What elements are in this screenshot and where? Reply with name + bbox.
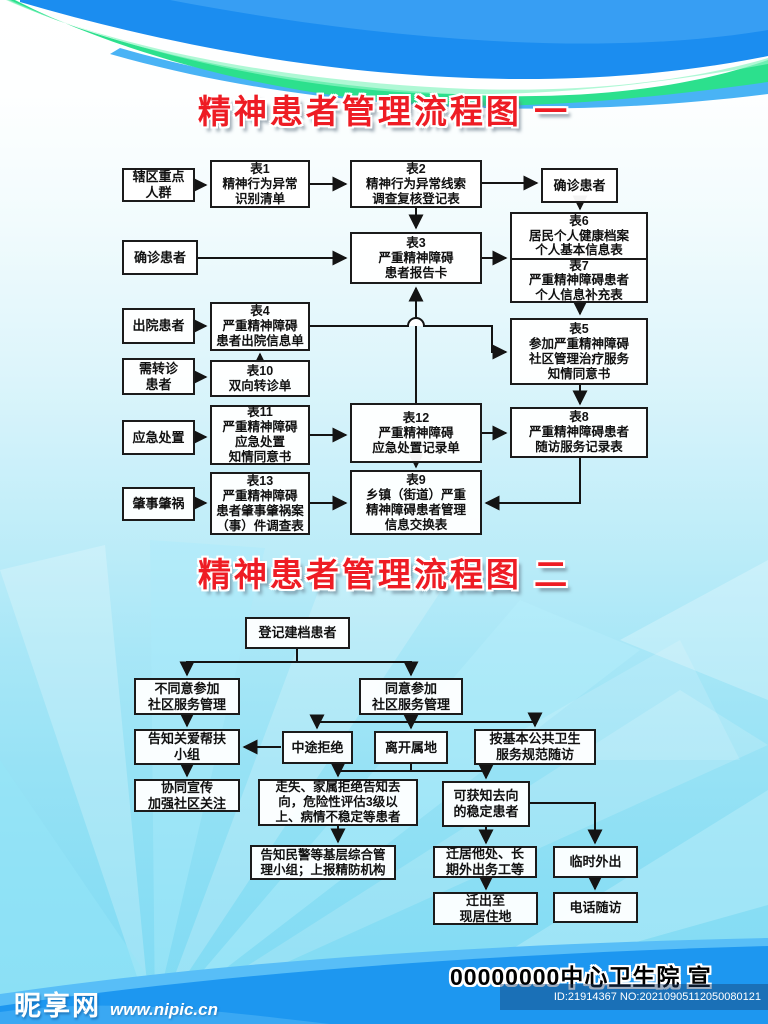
node-form9: 表9 乡镇（街道）严重 精神障碍患者管理 信息交换表: [350, 470, 482, 535]
node-form3: 表3 严重精神障碍 患者报告卡: [350, 232, 482, 284]
node-midway-refusal: 中途拒绝: [282, 731, 353, 764]
node-lost-unstable-patient: 走失、家属拒绝告知去 向，危险性评估3级以 上、病情不稳定等患者: [258, 779, 418, 826]
image-id-badge: ID:21914367 NO:20210905112050080121: [500, 984, 768, 1010]
node-relocate-work-away: 迁居他处、长 期外出务工等: [433, 846, 537, 878]
watermark: 昵享网 www.nipic.cn: [14, 984, 218, 1023]
node-leave-area: 离开属地: [374, 731, 448, 764]
node-temporary-out: 临时外出: [553, 846, 638, 878]
node-form4: 表4 严重精神障碍 患者出院信息单: [210, 302, 310, 351]
node-form6-form7: 表6 居民个人健康档案 个人基本信息表 表7 严重精神障碍患者 个人信息补充表: [510, 212, 648, 303]
node-stable-known-whereabouts: 可获知去向 的稳定患者: [442, 781, 530, 827]
node-confirmed-patient-left: 确诊患者: [122, 240, 198, 275]
watermark-site-url: www.nipic.cn: [110, 1000, 218, 1019]
node-disagree-management: 不同意参加 社区服务管理: [134, 678, 240, 715]
node-form13: 表13 严重精神障碍 患者肇事肇祸案 （事）件调查表: [210, 472, 310, 535]
node-form7: 表7 严重精神障碍患者 个人信息补充表: [512, 258, 646, 302]
node-discharged-patient: 出院患者: [122, 308, 195, 344]
node-move-to-residence: 迁出至 现居住地: [433, 892, 538, 925]
chart1-title: 精神患者管理流程图 一: [197, 93, 571, 130]
node-form2: 表2 精神行为异常线索 调查复核登记表: [350, 160, 482, 208]
node-form5: 表5 参加严重精神障碍 社区管理治疗服务 知情同意书: [510, 318, 648, 385]
node-community-publicity: 协同宣传 加强社区关注: [134, 779, 240, 812]
node-confirmed-patient-right: 确诊患者: [541, 168, 618, 203]
watermark-site-name: 昵享网: [14, 991, 101, 1021]
node-phone-followup: 电话随访: [553, 892, 638, 923]
node-notify-police-report: 告知民警等基层综合管 理小组；上报精防机构: [250, 845, 396, 880]
node-standard-followup: 按基本公共卫生 服务规范随访: [474, 729, 596, 765]
node-registered-patient: 登记建档患者: [245, 617, 350, 649]
node-form1: 表1 精神行为异常 识别清单: [210, 160, 310, 208]
node-emergency-handling: 应急处置: [122, 420, 195, 455]
node-form6: 表6 居民个人健康档案 个人基本信息表: [528, 214, 629, 258]
node-form8: 表8 严重精神障碍患者 随访服务记录表: [510, 407, 648, 458]
node-key-population: 辖区重点 人群: [122, 168, 195, 202]
node-trouble-making: 肇事肇祸: [122, 487, 195, 521]
chart2-title: 精神患者管理流程图 二: [197, 556, 571, 593]
node-form10: 表10 双向转诊单: [210, 360, 310, 397]
node-referral-patient: 需转诊 患者: [122, 358, 195, 395]
node-agree-management: 同意参加 社区服务管理: [359, 678, 463, 715]
node-inform-care-group: 告知关爱帮扶 小组: [134, 729, 240, 765]
node-form11: 表11 严重精神障碍 应急处置 知情同意书: [210, 405, 310, 465]
node-form12: 表12 严重精神障碍 应急处置记录单: [350, 403, 482, 463]
